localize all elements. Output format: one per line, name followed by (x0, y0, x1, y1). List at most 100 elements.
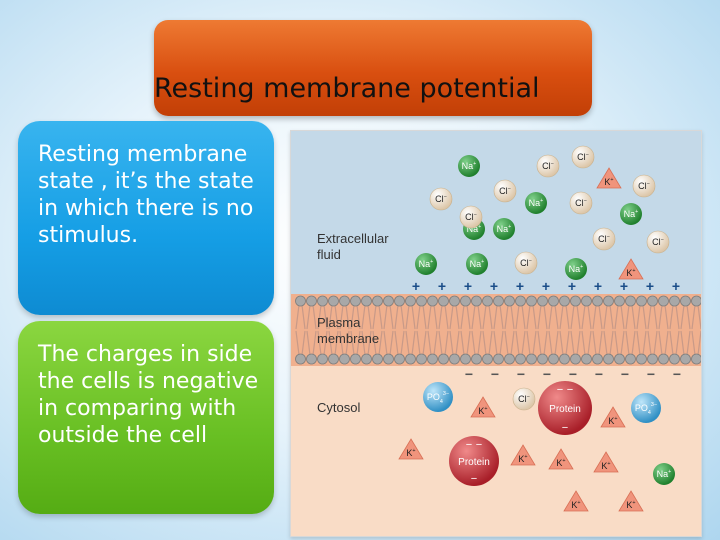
k-ion-label: K+ (601, 461, 610, 471)
phospholipid-head (592, 295, 603, 307)
chloride-ion: Cl− (493, 179, 517, 203)
phospholipid-head (295, 295, 306, 307)
chloride-ion: Cl− (514, 251, 538, 275)
positive-charge: + (464, 278, 472, 294)
cl-ion-label: Cl− (652, 237, 664, 247)
phospholipid-head (438, 353, 449, 365)
protein-charge: − (476, 439, 482, 451)
cl-ion-label: Cl− (435, 194, 447, 204)
positive-charge: + (594, 278, 602, 294)
phospholipid-head (515, 353, 526, 365)
na-ion-label: Na+ (419, 259, 434, 269)
k-ion-label: K+ (518, 454, 527, 464)
potassium-ion: K+ (618, 490, 644, 512)
sodium-ion: Na+ (458, 155, 480, 177)
extracellular-label-line2: fluid (317, 247, 341, 262)
cl-ion-label: Cl− (575, 198, 587, 208)
phospholipid-head (504, 353, 515, 365)
phospholipid-head (482, 353, 493, 365)
phospholipid-head (306, 353, 317, 365)
k-ion-label: K+ (556, 458, 565, 468)
protein-charge: − (471, 473, 477, 485)
na-ion-label: Na+ (657, 469, 672, 479)
potassium-ion: K+ (563, 490, 589, 512)
potassium-ion: K+ (548, 448, 574, 470)
charges-card: The charges in side the cells is negativ… (18, 321, 274, 514)
phospholipid-head (614, 295, 625, 307)
phospholipid-head (515, 295, 526, 307)
positive-charge: + (438, 278, 446, 294)
phospholipid-head (328, 295, 339, 307)
phospholipid-head (328, 353, 339, 365)
phospholipid-head (471, 353, 482, 365)
chloride-ion: Cl− (592, 227, 616, 251)
positive-charge: + (542, 278, 550, 294)
phospholipid-head (317, 353, 328, 365)
chloride-ion: Cl− (571, 145, 595, 169)
k-ion-label: K+ (571, 500, 580, 510)
negative-charge: − (647, 366, 655, 382)
cl-ion-label: Cl− (520, 258, 532, 268)
chloride-ion: Cl− (536, 154, 560, 178)
k-ion-label: K+ (478, 406, 487, 416)
sodium-ion: Na+ (493, 218, 515, 240)
charges-text: The charges in side the cells is negativ… (38, 342, 259, 448)
protein-label: Protein (458, 457, 490, 468)
phospholipid-head (482, 295, 493, 307)
chloride-ion: Cl− (459, 205, 483, 229)
cl-ion-label: Cl− (598, 234, 610, 244)
negative-charge: − (673, 366, 681, 382)
phospholipid-head (449, 295, 460, 307)
na-ion-label: Na+ (497, 224, 512, 234)
phospholipid-head (647, 353, 658, 365)
phospholipid-head (680, 295, 691, 307)
chloride-ion: Cl− (512, 387, 536, 411)
potassium-ion: K+ (510, 444, 536, 466)
phospholipid-head (460, 295, 471, 307)
phospholipid-head (581, 353, 592, 365)
resting-state-text: Resting membrane state , it’s the state … (38, 142, 254, 248)
extracellular-label-line1: Extracellular (317, 231, 389, 246)
positive-charge: + (620, 278, 628, 294)
na-ion-label: Na+ (470, 259, 485, 269)
cl-ion-label: Cl− (638, 181, 650, 191)
protein-charge: − (466, 439, 472, 451)
phospholipid-head (526, 353, 537, 365)
positive-charge: + (516, 278, 524, 294)
cl-ion-label: Cl− (499, 186, 511, 196)
phospholipid-head (350, 295, 361, 307)
k-ion-label: K+ (626, 500, 635, 510)
phospholipid-head (570, 353, 581, 365)
sodium-ion: Na+ (653, 463, 675, 485)
phospholipid-head (449, 353, 460, 365)
phospholipid-head (471, 295, 482, 307)
positive-charge: + (672, 278, 680, 294)
phospholipid-head (658, 353, 669, 365)
phospholipid-head (625, 295, 636, 307)
potassium-ion: K+ (593, 451, 619, 473)
negative-charge: − (517, 366, 525, 382)
phospholipid-head (581, 295, 592, 307)
sodium-ion: Na+ (415, 253, 437, 275)
phospholipid-head (636, 295, 647, 307)
protein-charge: − (557, 384, 563, 396)
phospholipid-head (339, 295, 350, 307)
protein-anion: Protein−−− (538, 381, 592, 435)
membrane-label-line2: membrane (317, 331, 379, 346)
cytosol-label: Cytosol (317, 400, 360, 415)
positive-charge: + (646, 278, 654, 294)
resting-state-card: Resting membrane state , it’s the state … (18, 121, 274, 315)
positive-charge: + (412, 278, 420, 294)
k-ion-label: K+ (608, 416, 617, 426)
na-ion-label: Na+ (462, 161, 477, 171)
phospholipid-head (669, 295, 680, 307)
phospholipid-head (548, 353, 559, 365)
potassium-ion: K+ (600, 406, 626, 428)
phospholipid-head (427, 353, 438, 365)
protein-charge: − (567, 384, 573, 396)
phospholipid-head (625, 353, 636, 365)
positive-charge: + (568, 278, 576, 294)
phospholipid-head (636, 353, 647, 365)
membrane-diagram: Na+Na+Na+Na+Na+Na+Na+Na+Na+Cl−Cl−Cl−Cl−C… (291, 131, 701, 536)
protein-anion: Protein−−− (449, 436, 499, 486)
